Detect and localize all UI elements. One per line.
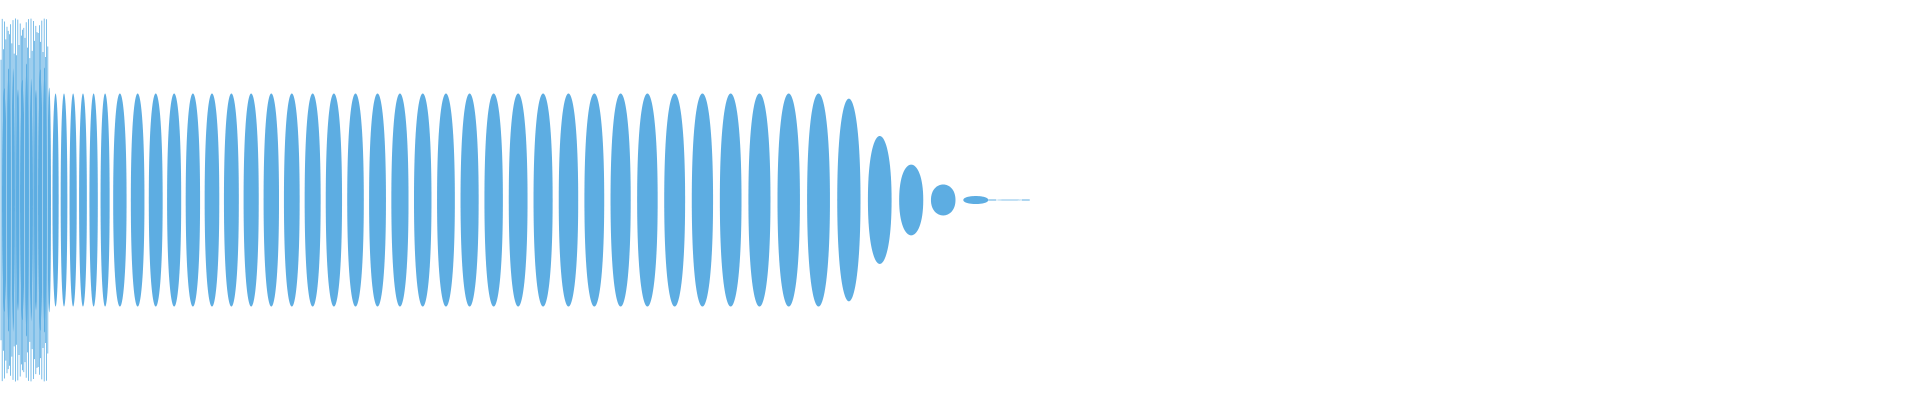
waveform-cycle xyxy=(100,93,110,307)
waveform-cycle xyxy=(69,93,77,307)
waveform-cycle xyxy=(223,93,239,307)
waveform-shape xyxy=(0,18,1030,382)
waveform-cycle xyxy=(558,93,579,307)
waveform-cycle xyxy=(148,93,163,307)
waveform-cycle xyxy=(807,93,830,307)
waveform-cycle xyxy=(369,93,386,307)
waveform-cycle xyxy=(584,93,605,307)
waveform-cycle xyxy=(437,93,455,307)
waveform-cycle xyxy=(484,93,503,307)
waveform-cycle xyxy=(837,98,861,302)
waveform-cycle xyxy=(52,93,59,307)
waveform-cycle xyxy=(325,93,343,307)
waveform-cycle xyxy=(263,93,280,307)
waveform-cycle xyxy=(691,93,714,307)
waveform-cycle xyxy=(304,93,321,307)
waveform-cycle xyxy=(347,93,364,307)
waveform-cycle xyxy=(47,87,51,313)
waveform-cycle xyxy=(867,136,892,264)
waveform-cycle xyxy=(664,93,686,307)
waveform-cycle xyxy=(748,93,771,307)
waveform-cycle xyxy=(60,93,68,307)
waveform-cycle xyxy=(460,93,479,307)
waveform-cycle xyxy=(777,93,800,307)
waveform-cycle xyxy=(533,93,553,307)
waveform-cycle xyxy=(167,93,182,307)
waveform-cycle xyxy=(283,93,300,307)
waveform-cycle xyxy=(996,199,1022,201)
waveform-cycle xyxy=(130,93,145,307)
waveform-cycle xyxy=(113,93,127,307)
waveform-cycle xyxy=(25,63,29,337)
waveform-cycle xyxy=(243,93,259,307)
waveform-cycle xyxy=(899,164,924,236)
waveform-cycle xyxy=(637,93,658,307)
waveform-cycle xyxy=(79,93,87,307)
waveform-cycle xyxy=(930,184,956,216)
waveform-cycle xyxy=(719,93,742,307)
waveform-cycle xyxy=(391,93,409,307)
waveform-cycle xyxy=(204,93,220,307)
waveform-cycle xyxy=(89,93,98,307)
waveform-cycle xyxy=(7,68,11,332)
waveform-cycle xyxy=(413,93,432,307)
waveform-cycle xyxy=(508,93,528,307)
waveform-cycle xyxy=(185,93,201,307)
waveform-cycle xyxy=(610,93,631,307)
waveform-cycle xyxy=(963,195,989,205)
waveform-cycle xyxy=(43,67,47,333)
